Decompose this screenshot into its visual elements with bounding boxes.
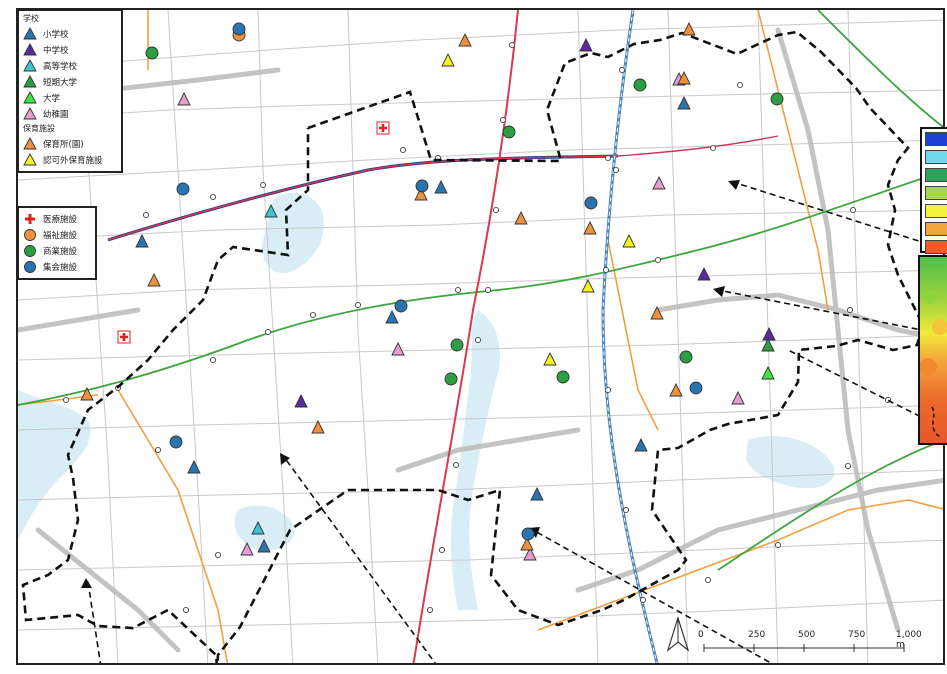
scale-bar-label: 750 — [848, 630, 866, 640]
heatmap-inset — [918, 255, 947, 445]
map-frame — [16, 8, 945, 665]
triangle-icon — [23, 137, 37, 150]
callout-arrows — [87, 181, 943, 663]
facility-legend-label: 集会施設 — [43, 263, 78, 273]
colorbar-swatch — [925, 204, 947, 218]
cross-icon — [25, 214, 35, 224]
triangle-icon — [23, 43, 37, 56]
district-boundary — [21, 30, 925, 663]
arrowheads — [81, 180, 740, 588]
school-legend-item: 幼稚園 — [23, 106, 117, 122]
legend-heading-childcare: 保育施設 — [23, 124, 55, 133]
childcare-legend-item: 保育所(園) — [23, 136, 117, 152]
facility-legend-item: 福祉施設 — [23, 227, 91, 243]
map-legend: 学校 小学校中学校高等学校短期大学大学幼稚園 保育施設 保育所(園) 認可外保育施… — [17, 9, 123, 173]
school-legend-label: 幼稚園 — [43, 110, 69, 120]
scale-bar-label: 500 — [798, 630, 816, 640]
scale-bar-label: 1,000 m — [896, 630, 922, 650]
scale-bar-ruler — [703, 644, 905, 652]
childcare-legend-label: 保育所(園) — [43, 140, 84, 150]
triangle-icon — [23, 107, 37, 120]
school-legend-item: 短期大学 — [23, 74, 117, 90]
colorbar-swatch — [925, 186, 947, 200]
colorbar-swatch — [925, 132, 947, 146]
triangle-icon — [23, 59, 37, 72]
facility-legend: 医療施設福祉施設商業施設集会施設 — [17, 206, 97, 280]
facility-legend-label: 医療施設 — [43, 215, 78, 225]
colorbar-legend — [920, 127, 947, 254]
colorbar-swatch — [925, 240, 947, 254]
scale-bar-label: 250 — [748, 630, 766, 640]
legend-heading-schools: 学校 — [23, 14, 39, 23]
school-legend-label: 小学校 — [43, 30, 69, 40]
school-legend-item: 高等学校 — [23, 58, 117, 74]
facility-legend-item: 集会施設 — [23, 259, 91, 275]
school-legend-item: 小学校 — [23, 26, 117, 42]
school-legend-label: 中学校 — [43, 46, 69, 56]
school-legend-item: 中学校 — [23, 42, 117, 58]
blue-rail-line — [601, 10, 659, 663]
scale-bar-label: 0 — [698, 630, 704, 640]
facility-markers — [80, 21, 784, 561]
school-legend-label: 短期大学 — [43, 78, 78, 88]
school-legend-label: 高等学校 — [43, 62, 78, 72]
heatmap-inset-image — [920, 257, 947, 443]
facility-legend-item: 医療施設 — [23, 211, 91, 227]
colorbar-swatch — [925, 222, 947, 236]
triangle-icon — [23, 27, 37, 40]
childcare-legend-label: 認可外保育施設 — [43, 156, 103, 166]
childcare-legend-item: 認可外保育施設 — [23, 152, 117, 168]
base-map — [18, 10, 943, 663]
facility-legend-item: 商業施設 — [23, 243, 91, 259]
school-legend-label: 大学 — [43, 94, 61, 104]
triangle-icon — [23, 91, 37, 104]
facility-legend-label: 福祉施設 — [43, 231, 78, 241]
green-rail-line — [18, 10, 943, 571]
scale-bar: 0 250 500 750 1,000 m — [690, 630, 930, 660]
facility-legend-label: 商業施設 — [43, 247, 78, 257]
colorbar-swatch — [925, 150, 947, 164]
triangle-icon — [23, 153, 37, 166]
circle-icon — [24, 261, 36, 273]
colorbar-swatch — [925, 168, 947, 182]
water-bodies — [18, 10, 835, 610]
circle-icon — [24, 229, 36, 241]
triangle-icon — [23, 75, 37, 88]
school-legend-item: 大学 — [23, 90, 117, 106]
station-nodes — [62, 41, 892, 614]
north-arrow-icon — [666, 615, 690, 652]
circle-icon — [24, 245, 36, 257]
red-rail-line — [107, 10, 779, 663]
